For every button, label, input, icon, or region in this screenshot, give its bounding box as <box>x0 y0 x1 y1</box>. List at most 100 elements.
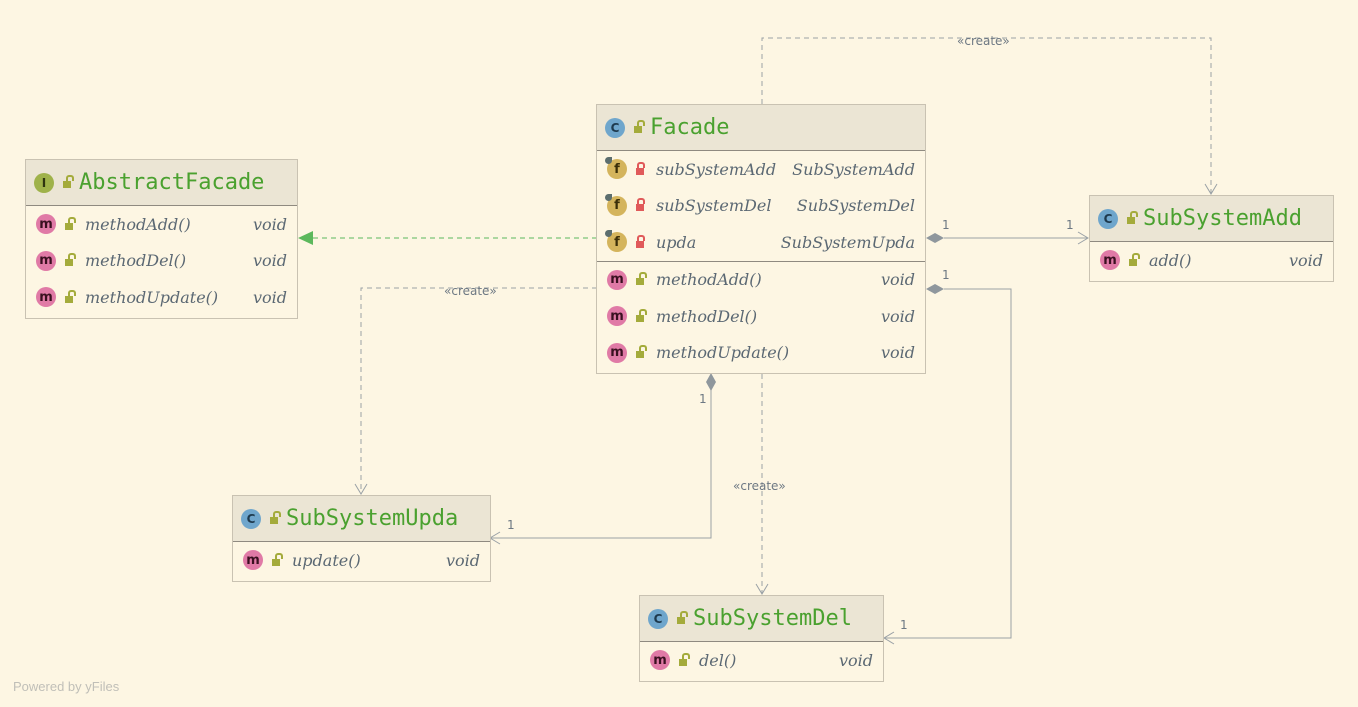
mult-source-add: 1 <box>942 218 950 232</box>
class-header: C SubSystemAdd <box>1090 196 1333 242</box>
create-arrowhead-subsystemadd <box>1204 183 1218 195</box>
method-badge-icon: m <box>607 269 627 290</box>
field-row[interactable]: f subSystemAdd SubSystemAdd <box>597 151 925 188</box>
class-subsystemadd[interactable]: C SubSystemAdd m add() void <box>1089 195 1334 282</box>
label-create-subsystemadd: «create» <box>957 34 1010 48</box>
field-badge-icon: f <box>605 157 627 180</box>
method-name: add() <box>1149 250 1192 270</box>
method-return-type: void <box>252 287 287 307</box>
method-row[interactable]: m methodDel() void <box>597 298 925 335</box>
mult-source-upda: 1 <box>699 392 707 406</box>
section-divider <box>597 260 925 262</box>
method-return-type: void <box>838 650 873 670</box>
method-return-type: void <box>252 214 287 234</box>
method-badge-icon: m <box>607 342 627 363</box>
method-row[interactable]: m update() void <box>233 542 490 579</box>
interface-badge-icon: I <box>34 172 54 193</box>
label-create-subsystemupda: «create» <box>444 284 497 298</box>
class-subsystemupda[interactable]: C SubSystemUpda m update() void <box>232 495 491 582</box>
method-row[interactable]: m del() void <box>640 642 883 679</box>
field-name: upda <box>656 232 697 252</box>
method-badge-icon: m <box>36 287 56 308</box>
method-badge-icon: m <box>1100 250 1120 271</box>
method-return-type: void <box>880 343 915 363</box>
class-header: I AbstractFacade <box>26 160 297 206</box>
field-name: subSystemAdd <box>656 159 777 179</box>
realization-arrowhead-abstractfacade <box>298 231 313 245</box>
class-badge-icon: C <box>648 608 668 629</box>
create-edge-facade-subsystemadd <box>761 37 1212 194</box>
field-row[interactable]: f subSystemDel SubSystemDel <box>597 188 925 225</box>
class-badge-icon: C <box>1098 208 1118 229</box>
method-row[interactable]: m methodAdd() void <box>26 206 297 243</box>
class-title: Facade <box>650 115 730 140</box>
class-facade[interactable]: C Facade f subSystemAdd SubSystemAdd f s… <box>596 104 926 374</box>
create-arrowhead-subsystemupda <box>354 483 368 495</box>
private-lock-icon <box>636 198 645 212</box>
class-title: SubSystemDel <box>693 606 852 631</box>
method-name: del() <box>699 650 737 670</box>
method-row[interactable]: m methodAdd() void <box>597 262 925 299</box>
method-return-type: void <box>1288 250 1323 270</box>
field-type: SubSystemAdd <box>792 159 915 179</box>
method-name: methodAdd() <box>656 270 762 290</box>
field-badge-icon: f <box>605 230 627 253</box>
composition-diamond-add <box>926 233 944 243</box>
method-row[interactable]: m add() void <box>1090 242 1333 279</box>
field-type: SubSystemDel <box>796 196 915 216</box>
private-lock-icon <box>636 234 645 248</box>
method-name: update() <box>292 550 361 570</box>
class-badge-icon: C <box>605 117 625 138</box>
mult-target-add: 1 <box>1066 218 1074 232</box>
composition-arrowhead-subsystemadd <box>1077 231 1089 245</box>
label-create-subsystemdel: «create» <box>733 479 786 493</box>
interface-abstractfacade[interactable]: I AbstractFacade m methodAdd() void m me… <box>25 159 298 319</box>
class-title: SubSystemAdd <box>1143 206 1302 231</box>
public-lock-icon <box>270 517 278 524</box>
composition-arrowhead-subsystemdel <box>883 631 895 645</box>
mult-target-upda: 1 <box>507 518 515 532</box>
method-badge-icon: m <box>607 306 627 327</box>
public-lock-icon <box>65 295 73 303</box>
composition-edge-subsystemdel <box>884 288 1012 639</box>
class-badge-icon: C <box>241 508 261 529</box>
public-lock-icon <box>636 351 644 359</box>
method-name: methodUpdate() <box>656 343 790 363</box>
class-subsystemdel[interactable]: C SubSystemDel m del() void <box>639 595 884 682</box>
public-lock-icon <box>63 181 71 188</box>
field-type: SubSystemUpda <box>780 232 915 252</box>
composition-diamond-upda <box>706 373 716 391</box>
public-lock-icon <box>65 259 73 267</box>
method-badge-icon: m <box>650 650 670 671</box>
method-row[interactable]: m methodUpdate() void <box>26 279 297 316</box>
method-name: methodDel() <box>656 306 758 326</box>
method-name: methodUpdate() <box>85 287 219 307</box>
method-name: methodAdd() <box>85 214 191 234</box>
composition-edge-subsystemupda <box>490 390 712 539</box>
method-name: methodDel() <box>85 251 187 271</box>
public-lock-icon <box>677 617 685 624</box>
method-row[interactable]: m methodUpdate() void <box>597 335 925 372</box>
mult-target-del: 1 <box>900 618 908 632</box>
class-title: AbstractFacade <box>79 170 265 195</box>
powered-by-footer: Powered by yFiles <box>13 679 120 694</box>
public-lock-icon <box>1127 217 1135 224</box>
class-header: C SubSystemDel <box>640 596 883 642</box>
method-return-type: void <box>880 270 915 290</box>
field-name: subSystemDel <box>656 196 772 216</box>
method-return-type: void <box>880 306 915 326</box>
public-lock-icon <box>634 126 642 133</box>
public-lock-icon <box>679 658 687 666</box>
field-badge-icon: f <box>605 193 627 216</box>
create-arrowhead-subsystemdel <box>755 583 769 595</box>
public-lock-icon <box>1129 258 1137 266</box>
public-lock-icon <box>272 558 280 566</box>
public-lock-icon <box>636 314 644 322</box>
private-lock-icon <box>636 161 645 175</box>
method-row[interactable]: m methodDel() void <box>26 243 297 280</box>
public-lock-icon <box>636 278 644 286</box>
composition-diamond-del <box>926 284 944 294</box>
public-lock-icon <box>65 222 73 230</box>
field-row[interactable]: f upda SubSystemUpda <box>597 224 925 261</box>
